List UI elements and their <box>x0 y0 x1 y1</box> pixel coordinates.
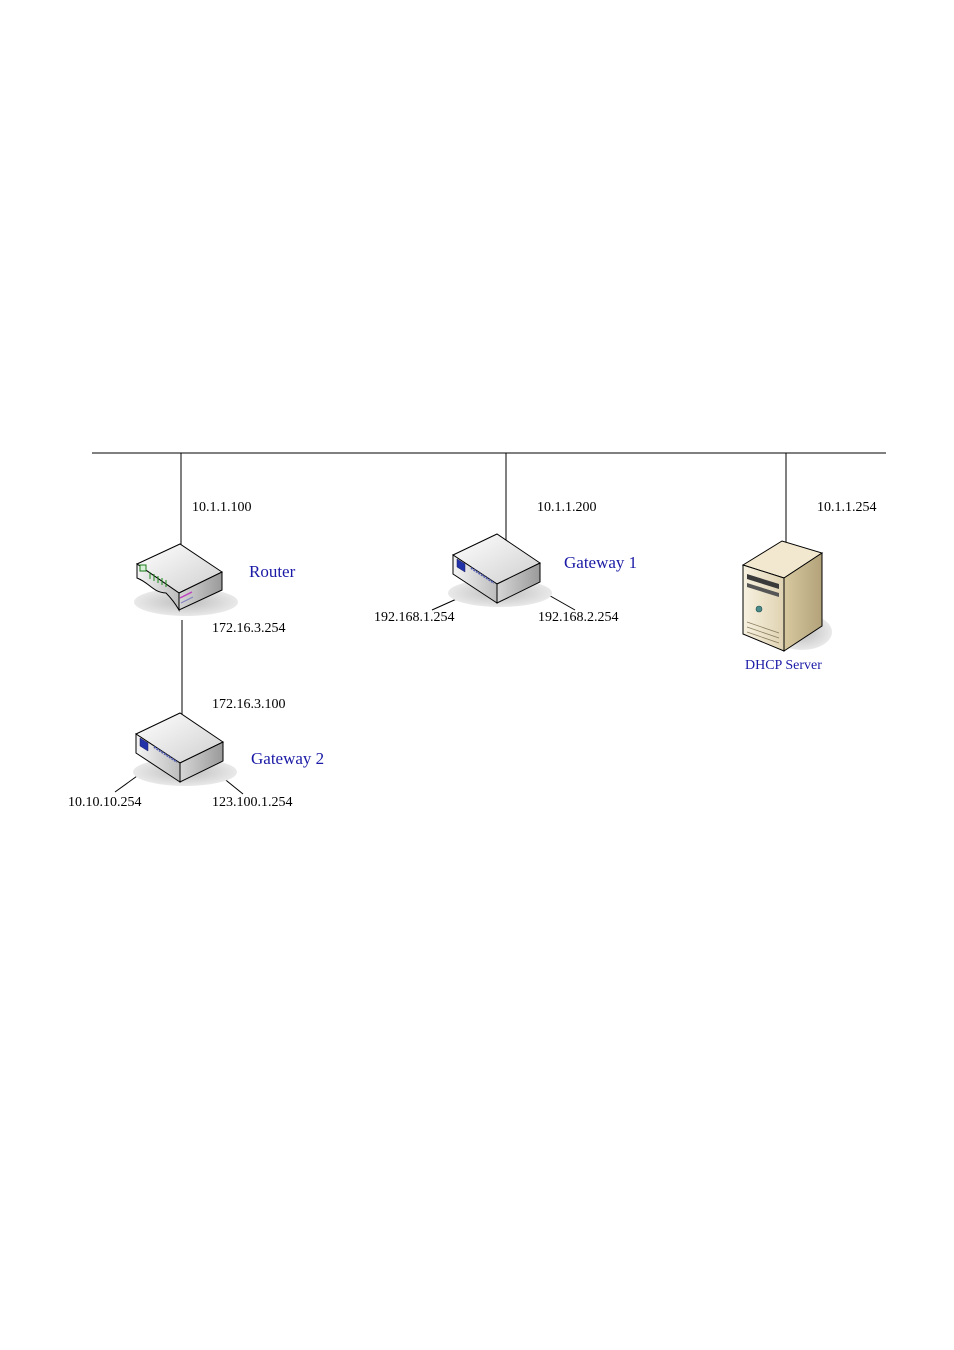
router-upstream-ip-label: 10.1.1.100 <box>192 500 252 515</box>
gateway2-upstream-ip-label: 172.16.3.100 <box>212 697 286 712</box>
dhcp-ip-label: 10.1.1.254 <box>817 500 877 515</box>
gateway1-name-label: Gateway 1 <box>564 553 637 572</box>
dhcp-name-label: DHCP Server <box>745 658 822 673</box>
gateway1-icon <box>448 534 552 607</box>
gateway1-upstream-ip-label: 10.1.1.200 <box>537 500 597 515</box>
gateway2-name-label: Gateway 2 <box>251 749 324 768</box>
gateway2-icon <box>133 713 237 786</box>
gateway1-left-ip-label: 192.168.1.254 <box>374 610 455 625</box>
server-icon <box>743 541 832 651</box>
gateway2-right-ip-label: 123.100.1.254 <box>212 795 293 810</box>
router-icon <box>134 544 238 616</box>
router-downstream-ip-label: 172.16.3.254 <box>212 621 286 636</box>
router-name-label: Router <box>249 562 296 581</box>
gateway2-left-ip-label: 10.10.10.254 <box>68 795 142 810</box>
gateway1-right-ip-label: 192.168.2.254 <box>538 610 619 625</box>
